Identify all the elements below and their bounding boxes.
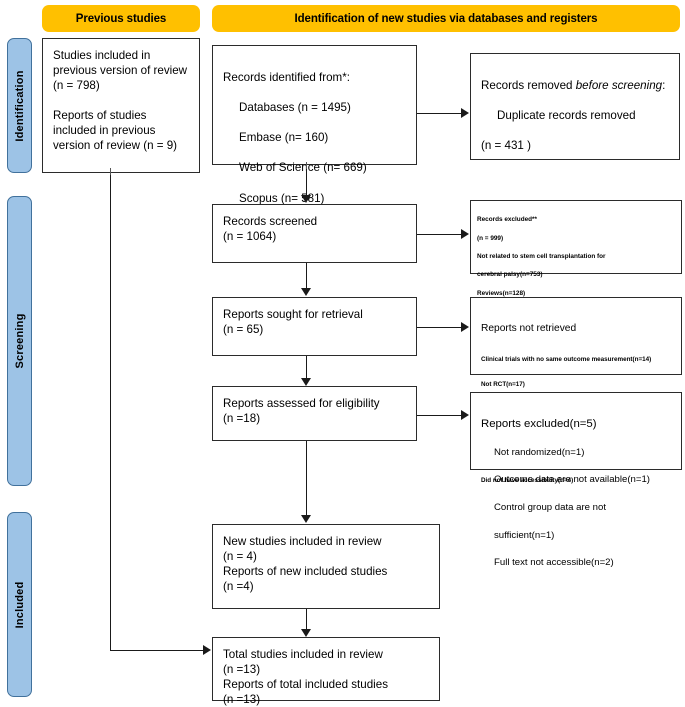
box-records-identified: Records identified from*: Databases (n =…	[212, 45, 417, 235]
arrowhead-identified-to-removed	[461, 108, 469, 118]
box-reports-not-retrieved: Reports not retrieved Clinical trials wi…	[470, 297, 682, 484]
connector-identified-to-screened	[306, 165, 307, 196]
records-excluded-line-reviews: Reviews(n=128)	[477, 289, 526, 297]
box-reports-assessed: Reports assessed for eligibility (n =18)	[212, 386, 417, 441]
box-records-excluded: Records excluded** (n = 999) Not related…	[470, 200, 682, 334]
stage-rail-identification-label: Identification	[13, 69, 26, 142]
connector-new-to-total-included	[306, 609, 307, 630]
records-identified-source-web-of-science: Web of Science (n= 669)	[239, 161, 367, 175]
arrowhead-sought-to-not-retrieved	[461, 322, 469, 332]
reports-excluded-line-not-randomized: Not randomized(n=1)	[494, 446, 585, 458]
records-removed-heading: Records removed before screening:	[481, 78, 671, 93]
arrowhead-identified-to-screened	[301, 195, 311, 203]
connector-sought-to-assessed	[306, 356, 307, 379]
connector-identified-to-removed	[417, 113, 462, 114]
box-new-studies-included: New studies included in review (n = 4) R…	[212, 524, 440, 609]
box-total-studies-included: Total studies included in review (n =13)…	[212, 637, 440, 706]
records-identified-heading: Records identified from*:	[223, 71, 350, 85]
records-identified-source-databases: Databases (n = 1495)	[239, 101, 351, 115]
connector-previous-elbow-horizontal	[110, 650, 204, 651]
arrowhead-assessed-to-new-included	[301, 515, 311, 523]
records-removed-heading-emphasis: before screening	[575, 79, 663, 93]
box-reports-sought: Reports sought for retrieval (n = 65)	[212, 297, 417, 356]
records-removed-duplicates: Duplicate records removed	[497, 109, 636, 123]
arrowhead-assessed-to-excluded	[461, 410, 469, 420]
box-reports-excluded: Reports excluded(n=5) Not randomized(n=1…	[470, 392, 682, 568]
stage-rail-screening: Screening	[7, 196, 32, 486]
arrowhead-sought-to-assessed	[301, 378, 311, 386]
stage-rail-screening-label: Screening	[13, 313, 26, 369]
tick-below-previous-box	[110, 168, 111, 175]
reports-excluded-line-outcome-data: Outcome data are not available(n=1)	[494, 474, 650, 486]
box-records-removed: Records removed before screening: Duplic…	[470, 53, 680, 160]
records-removed-heading-post: :	[662, 79, 666, 93]
records-excluded-line-not-related-b: cerebral palsy(n=753)	[477, 271, 543, 279]
arrowhead-previous-to-total-included	[203, 645, 211, 655]
arrowhead-screened-to-excluded	[461, 229, 469, 239]
stage-rail-included: Included	[7, 512, 32, 697]
reports-not-retrieved-title: Reports not retrieved	[481, 323, 577, 335]
tick-below-identified-box	[306, 162, 307, 169]
connector-assessed-to-new-included	[306, 441, 307, 516]
stage-rail-included-label: Included	[13, 581, 26, 628]
stage-rail-identification: Identification	[7, 38, 32, 173]
reports-excluded-title: Reports excluded(n=5)	[481, 418, 597, 431]
records-excluded-line-count: (n = 999)	[477, 234, 504, 242]
reports-excluded-line-full-text: Full text not accessible(n=2)	[494, 557, 614, 569]
reports-excluded-line-control-group-b: sufficient(n=1)	[494, 529, 555, 541]
box-records-screened: Records screened (n = 1064)	[212, 204, 417, 263]
records-removed-heading-pre: Records removed	[481, 79, 576, 93]
records-excluded-line-title: Records excluded**	[477, 216, 538, 224]
connector-sought-to-not-retrieved	[417, 327, 462, 328]
header-previous-studies: Previous studies	[42, 5, 200, 32]
reports-excluded-line-control-group-a: Control group data are not	[494, 502, 607, 514]
header-new-studies: Identification of new studies via databa…	[212, 5, 680, 32]
arrowhead-new-to-total-included	[301, 629, 311, 637]
reports-not-retrieved-line-not-rct: Not RCT(n=17)	[481, 380, 525, 388]
connector-screened-to-excluded	[417, 234, 462, 235]
box-previous-studies: Studies included in previous version of …	[42, 38, 200, 173]
connector-assessed-to-excluded	[417, 415, 462, 416]
connector-screened-to-sought	[306, 263, 307, 289]
records-removed-duplicates-count: (n = 431 )	[481, 139, 531, 153]
records-excluded-line-not-related-a: Not related to stem cell transplantation…	[477, 252, 606, 260]
connector-previous-elbow-vertical	[110, 173, 111, 651]
reports-not-retrieved-line-clinical-trials: Clinical trials with no same outcome mea…	[481, 356, 652, 364]
reports-not-retrieved-line-no-accessibility: Did not have accessibility(n=4)	[481, 477, 574, 485]
records-identified-source-embase: Embase (n= 160)	[239, 131, 329, 145]
arrowhead-screened-to-sought	[301, 288, 311, 296]
